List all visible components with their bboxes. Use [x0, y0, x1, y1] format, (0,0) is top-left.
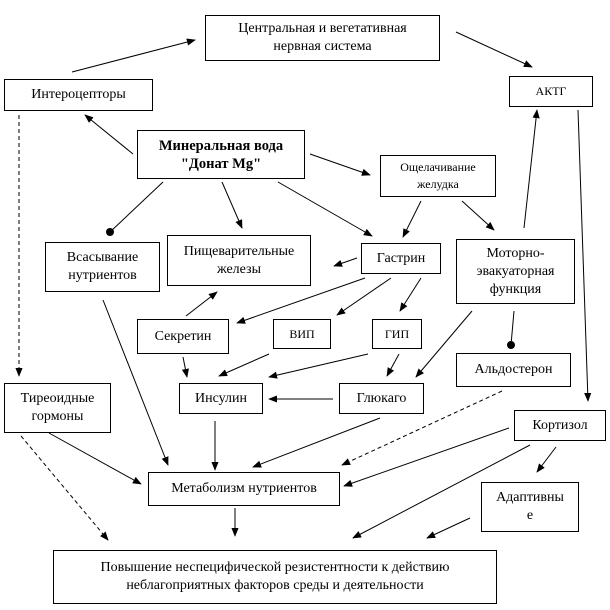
node-acth: АКТГ [509, 76, 593, 107]
connector-gastrin-to-vip [336, 277, 392, 316]
connector-thyroid-to-metabolism [48, 432, 142, 485]
connector-acth-to-cortisol [577, 109, 592, 402]
node-glucagon: Глюкаго [339, 383, 424, 414]
node-cns: Центральная и вегетативная нервная систе… [205, 15, 440, 61]
node-adaptive: Адаптивны е [481, 482, 579, 532]
connector-gastrin-to-gip [399, 277, 422, 312]
node-absorption: Всасывание нутриентов [45, 242, 160, 292]
connector-motor-function-to-acth [523, 109, 540, 229]
node-vip: ВИП [273, 319, 331, 349]
connector-mineral-water-to-gastrin [277, 181, 373, 237]
connector-motor-function-to-aldosterone [510, 310, 515, 346]
connector-alkalization-to-gastrin [402, 200, 422, 238]
node-resistance: Повышение неспецифической резистентности… [53, 550, 497, 604]
connector-gip-to-insulin [268, 353, 369, 379]
connector-vip-to-insulin [218, 353, 270, 377]
node-secretin: Секретин [137, 319, 229, 354]
node-thyroid-hormones: Тиреоидные гормоны [4, 383, 111, 433]
connector-cns-to-acth [455, 31, 533, 68]
node-aldosterone: Альдостерон [456, 353, 571, 387]
node-gastrin: Гастрин [361, 243, 441, 274]
connector-glucagon-to-metabolism [252, 417, 381, 468]
connector-mineral-water-to-digestive-glands [221, 181, 243, 229]
connector-mineral-water-to-alkalization [309, 153, 371, 176]
node-mineral-water: Минеральная вода "Донат Mg" [137, 130, 305, 179]
node-alkalization: Ощелачивание желудка [380, 155, 496, 197]
dot-end-aldosterone [507, 341, 515, 349]
connector-cortisol-to-metabolism [343, 427, 510, 487]
connector-alkalization-to-motor-function [461, 200, 495, 231]
node-metabolism: Метаболизм нутриентов [148, 472, 340, 506]
node-motor-function: Моторно- эвакуаторная функция [456, 239, 575, 304]
connector-gip-to-glucagon [386, 353, 400, 377]
connector-secretin-to-insulin [181, 356, 189, 378]
connector-gastrin-to-digestive-glands [333, 257, 358, 267]
connector-thyroid-to-resistance [20, 435, 109, 541]
connector-secretin-to-digestive-glands [185, 291, 218, 317]
node-insulin: Инсулин [179, 383, 263, 414]
connector-mineral-water-to-interoceptors [84, 114, 134, 155]
dot-end-absorption [106, 228, 114, 236]
node-digestive-glands: Пищеварительные железы [167, 235, 311, 286]
connector-interoceptors-to-cns [71, 38, 196, 73]
node-gip: ГИП [372, 319, 422, 349]
node-cortisol: Кортизол [514, 410, 606, 441]
connector-cortisol-to-adaptive [536, 446, 557, 473]
node-interoceptors: Интероцепторы [4, 79, 153, 111]
connector-adaptive-to-resistance [426, 517, 471, 539]
connector-mineral-water-to-absorption [109, 181, 164, 233]
